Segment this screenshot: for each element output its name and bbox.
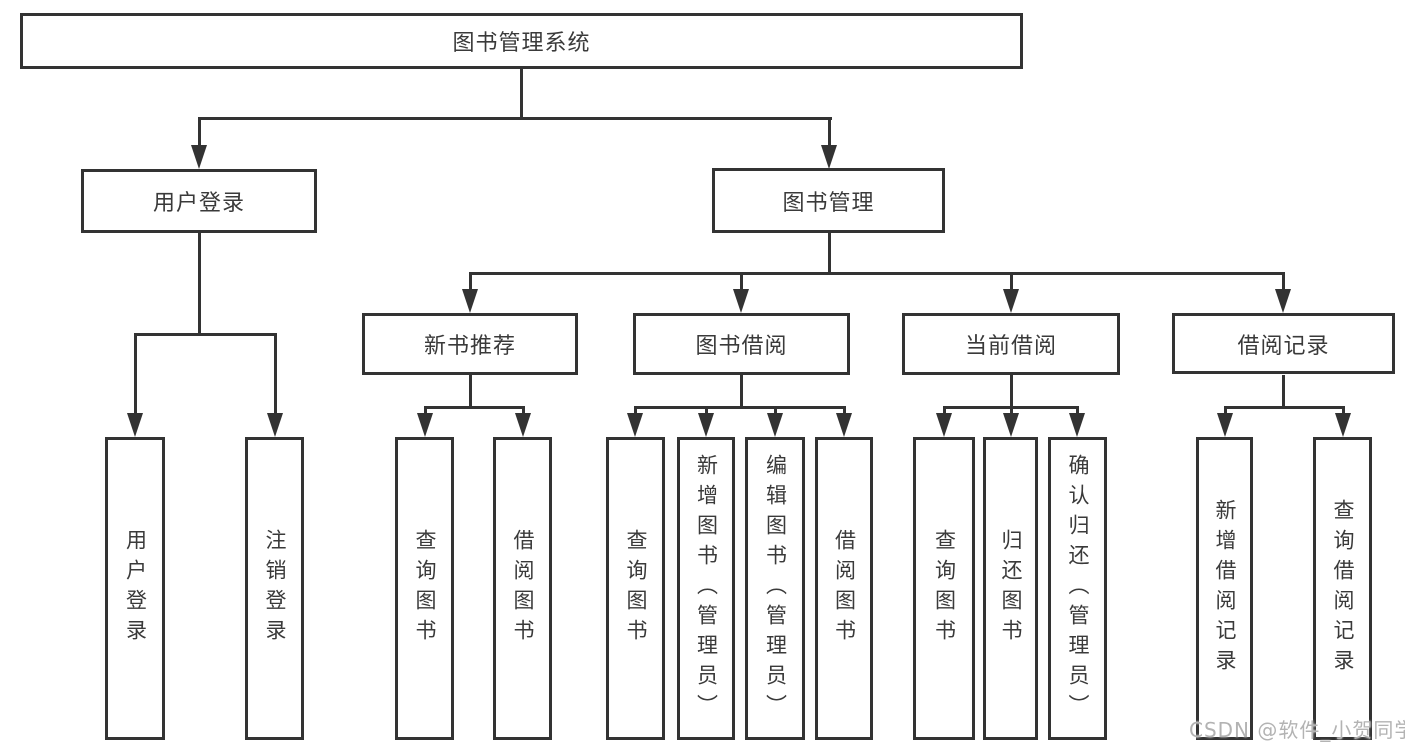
leaf-add-book-admin: 新增图书（管理员） xyxy=(677,437,735,740)
connector-stem-leaf xyxy=(705,406,708,416)
leaf-user-login: 用户登录 xyxy=(105,437,165,740)
leaf-confirm-return-admin: 确认归还（管理员） xyxy=(1048,437,1107,740)
connector-stem-book-mgmt xyxy=(828,117,831,147)
leaf-query-book-borrowing: 查询图书 xyxy=(606,437,665,740)
connector-stem-current-borrow xyxy=(1010,272,1013,292)
connector-stem-leaf xyxy=(774,406,777,416)
arrow-down-icon xyxy=(1069,413,1085,437)
arrow-down-icon xyxy=(627,413,643,437)
leaf-label: 查询借阅记录 xyxy=(1331,498,1356,679)
leaf-label: 新增图书（管理员） xyxy=(694,453,719,724)
connector-book-mgmt-branch xyxy=(469,272,1284,275)
leaf-borrow-book: 借阅图书 xyxy=(815,437,873,740)
node-new-book-recommendation: 新书推荐 xyxy=(362,313,578,375)
leaf-label: 新增借阅记录 xyxy=(1213,498,1238,679)
leaf-label: 查询图书 xyxy=(413,528,438,649)
connector-stem-leaf xyxy=(424,406,427,416)
leaf-label: 借阅图书 xyxy=(832,528,857,649)
arrow-down-icon xyxy=(936,413,952,437)
connector-root-branch xyxy=(198,117,832,120)
connector-stem-leaf xyxy=(1342,406,1345,416)
leaf-add-borrow-record: 新增借阅记录 xyxy=(1196,437,1253,740)
arrow-down-icon xyxy=(733,289,749,313)
node-user-login: 用户登录 xyxy=(81,169,317,233)
leaf-label: 确认归还（管理员） xyxy=(1066,453,1091,724)
leaf-edit-book-admin: 编辑图书（管理员） xyxy=(745,437,805,740)
arrow-down-icon xyxy=(267,413,283,437)
connector-stem-leaf xyxy=(522,406,525,416)
node-library-management-system: 图书管理系统 xyxy=(20,13,1023,69)
node-label: 借阅记录 xyxy=(1237,333,1330,359)
leaf-return-book: 归还图书 xyxy=(983,437,1038,740)
leaf-label: 借阅图书 xyxy=(511,528,536,649)
arrow-down-icon xyxy=(1003,289,1019,313)
connector-stem-new-book-rec xyxy=(469,272,472,292)
leaf-query-borrow-record: 查询借阅记录 xyxy=(1313,437,1372,740)
arrow-down-icon xyxy=(1003,413,1019,437)
connector-root-trunk xyxy=(520,69,523,119)
leaf-label: 用户登录 xyxy=(123,528,148,649)
connector-borrow-record-trunk xyxy=(1282,375,1285,409)
arrow-down-icon xyxy=(462,289,478,313)
arrow-down-icon xyxy=(698,413,714,437)
connector-stem-leaf xyxy=(843,406,846,416)
arrow-down-icon xyxy=(417,413,433,437)
node-label: 图书管理 xyxy=(782,190,875,216)
leaf-label: 注销登录 xyxy=(263,528,288,649)
connector-current-borrow-trunk xyxy=(1010,375,1013,409)
connector-stem-leaf-logout xyxy=(274,333,277,414)
leaf-label: 查询图书 xyxy=(624,528,649,649)
node-label: 新书推荐 xyxy=(423,334,516,359)
arrow-down-icon xyxy=(1335,413,1351,437)
node-book-borrowing: 图书借阅 xyxy=(633,313,850,375)
arrow-down-icon xyxy=(821,145,837,169)
connector-stem-leaf xyxy=(634,406,637,416)
connector-new-book-rec-trunk xyxy=(469,375,472,409)
node-label: 当前借阅 xyxy=(964,334,1057,359)
leaf-query-book-current: 查询图书 xyxy=(913,437,975,740)
arrow-down-icon xyxy=(767,413,783,437)
connector-book-borrow-trunk xyxy=(740,375,743,409)
connector-stem-leaf-user-login xyxy=(134,333,137,414)
connector-new-book-rec-branch xyxy=(424,406,524,409)
leaf-label: 查询图书 xyxy=(932,528,957,649)
connector-stem-leaf xyxy=(943,406,946,416)
node-book-management: 图书管理 xyxy=(712,168,945,233)
leaf-borrow-book-recommend: 借阅图书 xyxy=(493,437,552,740)
connector-stem-user-login xyxy=(198,117,201,147)
arrow-down-icon xyxy=(127,413,143,437)
leaf-label: 编辑图书（管理员） xyxy=(763,453,788,724)
arrow-down-icon xyxy=(1275,289,1291,313)
connector-book-borrow-branch xyxy=(634,406,845,409)
leaf-query-book-recommend: 查询图书 xyxy=(395,437,454,740)
leaf-label: 归还图书 xyxy=(999,528,1024,649)
node-label: 用户登录 xyxy=(152,191,245,216)
connector-stem-leaf xyxy=(1076,406,1079,416)
connector-stem-borrow-record xyxy=(1282,272,1285,292)
connector-stem-leaf xyxy=(1010,406,1013,416)
arrow-down-icon xyxy=(191,145,207,169)
node-current-borrowing: 当前借阅 xyxy=(902,313,1120,375)
arrow-down-icon xyxy=(836,413,852,437)
csdn-watermark: CSDN @软件_小贺同学 xyxy=(1189,718,1405,742)
connector-stem-book-borrow xyxy=(740,272,743,292)
connector-user-login-trunk xyxy=(198,233,201,336)
node-label: 图书管理系统 xyxy=(452,31,591,56)
connector-book-mgmt-trunk xyxy=(828,233,831,275)
connector-user-login-branch xyxy=(134,333,277,336)
arrow-down-icon xyxy=(515,413,531,437)
leaf-logout-login: 注销登录 xyxy=(245,437,304,740)
node-borrowing-records: 借阅记录 xyxy=(1172,313,1395,374)
connector-stem-leaf xyxy=(1224,406,1227,416)
connector-borrow-record-branch xyxy=(1224,406,1344,409)
node-label: 图书借阅 xyxy=(695,334,788,359)
arrow-down-icon xyxy=(1217,413,1233,437)
